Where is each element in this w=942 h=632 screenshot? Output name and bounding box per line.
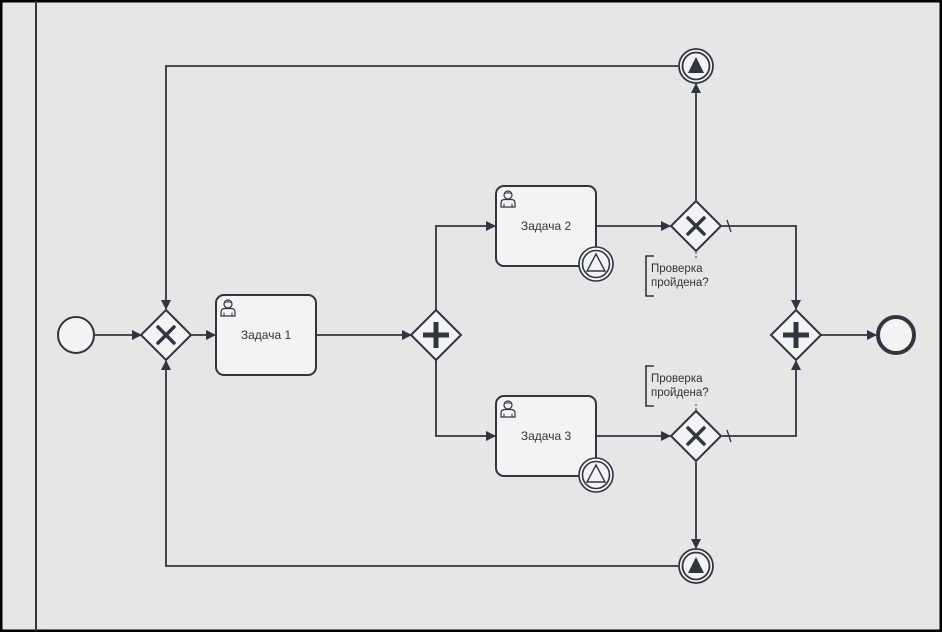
x-icon bbox=[686, 216, 706, 236]
default-flow-marker bbox=[726, 219, 732, 233]
text-annotation-bottom[interactable]: Проверка пройдена? bbox=[645, 365, 709, 410]
task-1-label: Задача 1 bbox=[241, 328, 292, 342]
task-1[interactable]: Задача 1 bbox=[215, 294, 317, 376]
escalation-outline-icon bbox=[585, 252, 607, 272]
escalation-icon bbox=[688, 57, 704, 73]
plus-icon bbox=[423, 322, 449, 348]
sequence-flows bbox=[95, 65, 877, 567]
default-flow-marker bbox=[726, 429, 732, 443]
flow-fork-to-task3[interactable] bbox=[435, 360, 496, 441]
escalation-outline-icon bbox=[585, 463, 607, 483]
task-2-label: Задача 2 bbox=[521, 219, 572, 233]
exclusive-gateway-check-3[interactable] bbox=[669, 409, 723, 463]
annotation-line-1: Проверка bbox=[651, 373, 703, 385]
start-event[interactable] bbox=[57, 316, 95, 354]
annotation-line-2: пройдена? bbox=[651, 277, 709, 289]
boundary-escalation-event-task-2[interactable] bbox=[578, 246, 614, 282]
exclusive-gateway-merge[interactable] bbox=[139, 308, 193, 362]
flow-esc-top-to-merge[interactable] bbox=[161, 65, 678, 310]
x-icon bbox=[156, 325, 176, 345]
annotation-line-1: Проверка bbox=[651, 263, 703, 275]
task-3[interactable]: Задача 3 bbox=[495, 395, 597, 477]
boundary-escalation-event-task-3[interactable] bbox=[578, 457, 614, 493]
escalation-event-bottom[interactable] bbox=[678, 548, 714, 584]
parallel-gateway-fork[interactable] bbox=[409, 308, 463, 362]
flow-esc-bottom-to-merge[interactable] bbox=[161, 360, 678, 567]
escalation-event-top[interactable] bbox=[678, 48, 714, 84]
x-icon bbox=[686, 426, 706, 446]
exclusive-gateway-check-2[interactable] bbox=[669, 199, 723, 253]
flow-check2-to-join[interactable] bbox=[722, 225, 801, 310]
text-annotation-top[interactable]: Проверка пройдена? bbox=[645, 252, 709, 297]
task-3-label: Задача 3 bbox=[521, 429, 572, 443]
end-event[interactable] bbox=[876, 315, 916, 355]
escalation-icon bbox=[688, 557, 704, 573]
task-2[interactable]: Задача 2 bbox=[495, 185, 597, 267]
parallel-gateway-join[interactable] bbox=[769, 308, 823, 362]
annotation-line-2: пройдена? bbox=[651, 387, 709, 399]
flow-fork-to-task2[interactable] bbox=[435, 221, 496, 310]
flow-check3-to-join[interactable] bbox=[722, 360, 801, 437]
plus-icon bbox=[783, 322, 809, 348]
